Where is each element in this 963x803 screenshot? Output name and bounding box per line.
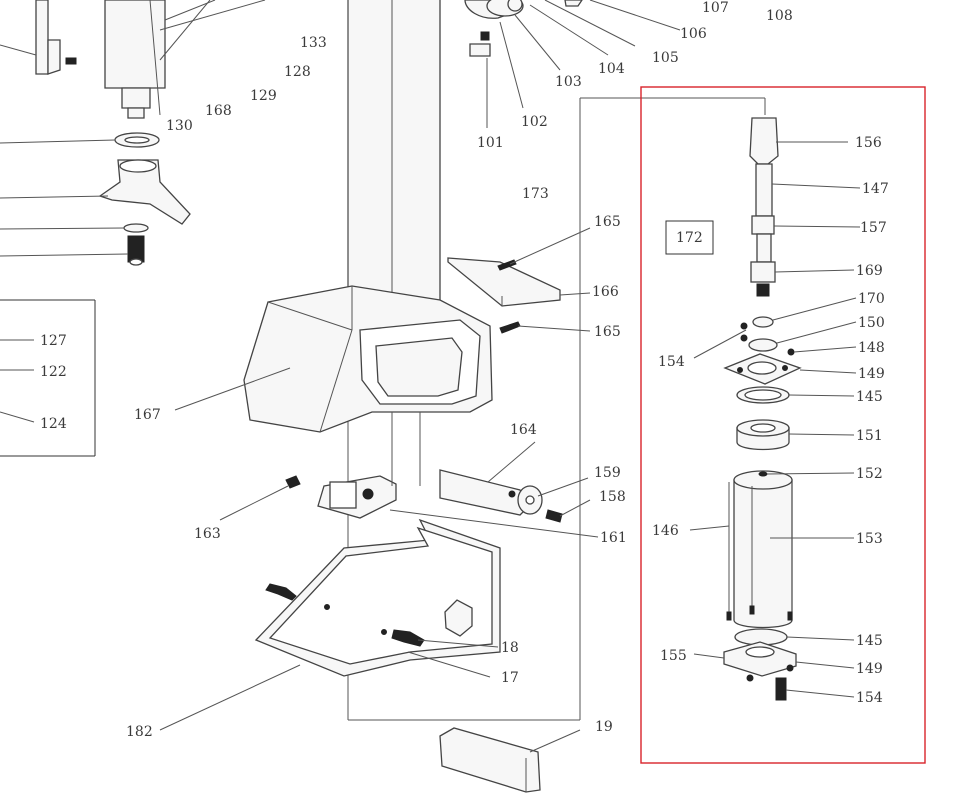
label-166: 166 xyxy=(592,284,619,300)
top-middle-parts xyxy=(464,0,681,128)
label-154-lower: 154 xyxy=(856,690,883,706)
label-129: 129 xyxy=(250,88,277,104)
leader-lines-right xyxy=(689,141,861,698)
label-127: 127 xyxy=(40,333,67,349)
label-104: 104 xyxy=(598,61,625,77)
label-159: 159 xyxy=(594,465,621,481)
label-154-upper: 154 xyxy=(658,354,685,370)
label-145-lower: 145 xyxy=(856,633,883,649)
assembly-callout-label: 172 xyxy=(676,230,703,246)
highlight-box xyxy=(640,86,926,764)
label-161: 161 xyxy=(600,530,627,546)
housing-167 xyxy=(174,285,591,433)
label-163: 163 xyxy=(194,526,221,542)
label-151: 151 xyxy=(856,428,883,444)
label-17: 17 xyxy=(501,670,519,686)
wedge-166 xyxy=(447,227,591,307)
part-number-labels: 107 108 106 105 104 103 102 101 133 128 … xyxy=(40,0,889,740)
label-173: 173 xyxy=(522,186,549,202)
label-158: 158 xyxy=(599,489,626,505)
label-147: 147 xyxy=(862,181,889,197)
label-156: 156 xyxy=(855,135,882,151)
mount-bracket xyxy=(219,412,599,538)
label-148: 148 xyxy=(858,340,885,356)
upper-left-assembly xyxy=(0,0,266,266)
label-106: 106 xyxy=(680,26,707,42)
label-145-upper: 145 xyxy=(856,389,883,405)
label-165-lower: 165 xyxy=(594,324,621,340)
left-bracket-frame xyxy=(0,299,96,457)
label-133: 133 xyxy=(300,35,327,51)
label-18: 18 xyxy=(501,640,519,656)
label-105: 105 xyxy=(652,50,679,66)
label-150: 150 xyxy=(858,315,885,331)
shaft-164 xyxy=(439,441,591,523)
label-101: 101 xyxy=(477,135,504,151)
column-173 xyxy=(347,0,766,721)
label-167: 167 xyxy=(134,407,161,423)
label-146: 146 xyxy=(652,523,679,539)
label-102: 102 xyxy=(521,114,548,130)
label-107: 107 xyxy=(702,0,729,16)
label-169: 169 xyxy=(856,263,883,279)
assembly-callout-box xyxy=(665,220,714,255)
label-19: 19 xyxy=(595,719,613,735)
label-182: 182 xyxy=(126,724,153,740)
label-164: 164 xyxy=(510,422,537,438)
cylinder-subassembly xyxy=(723,117,802,701)
label-122: 122 xyxy=(40,364,67,380)
label-153: 153 xyxy=(856,531,883,547)
label-130: 130 xyxy=(166,118,193,134)
label-128: 128 xyxy=(284,64,311,80)
label-170: 170 xyxy=(858,291,885,307)
base-plate-182 xyxy=(159,518,501,731)
label-149-lower: 149 xyxy=(856,661,883,677)
label-124: 124 xyxy=(40,416,67,432)
label-155: 155 xyxy=(660,648,687,664)
label-168: 168 xyxy=(205,103,232,119)
label-108: 108 xyxy=(766,8,793,24)
label-152: 152 xyxy=(856,466,883,482)
label-157: 157 xyxy=(860,220,887,236)
label-149-upper: 149 xyxy=(858,366,885,382)
label-103: 103 xyxy=(555,74,582,90)
key-19 xyxy=(439,727,581,793)
label-165-upper: 165 xyxy=(594,214,621,230)
